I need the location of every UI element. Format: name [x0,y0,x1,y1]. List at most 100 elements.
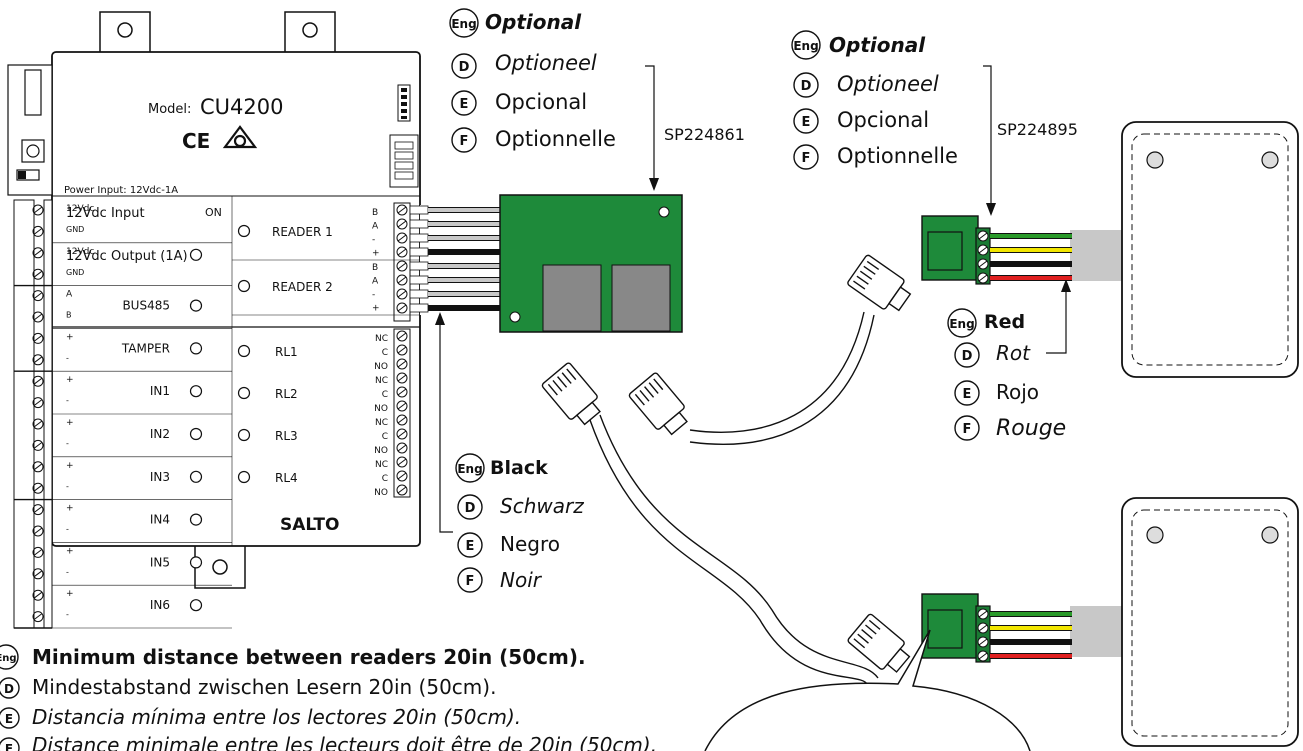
wire-gray [409,205,500,215]
rj45-plug-upper-right [847,254,912,312]
lang-badge-eng: Eng [455,453,485,483]
svg-text:F: F [802,151,811,166]
red-f: Rouge [996,416,1066,441]
speech-bubble [704,629,1031,751]
right-terminal-screw [396,442,408,454]
pin-label: + [66,461,74,471]
adapter-screw [977,650,989,662]
row-label: BUS485 [122,299,170,313]
slide-switch-knob [18,171,26,179]
pin-label: + [372,249,380,259]
pin-label: NO [374,488,388,498]
left-row: +-IN1 [52,375,232,415]
row-label: IN6 [150,598,170,612]
indicator-led [189,427,203,441]
board-hole [509,311,521,323]
left-terminal-screw [32,375,44,387]
on-label: ON [205,206,222,219]
indicator-led [189,342,203,355]
pin-label: B [66,311,72,320]
callout-optional-2: Eng Optional D Optioneel E Opcional F Op… [791,30,1078,216]
left-row: +-TAMPER [52,332,232,372]
wire-black [409,303,500,313]
wire-gray [409,261,500,271]
indicator-led [237,428,251,442]
distance-note: Eng Minimum distance between readers 20i… [0,644,657,751]
indicator-led [237,470,251,484]
svg-text:E: E [460,97,469,112]
optional-e: Opcional [495,90,587,114]
wire-gray [409,219,500,229]
right-terminal-screw [396,302,408,314]
pin-label: NC [375,334,388,344]
right-terminal-screw [396,344,408,356]
rocker-switch-icon [24,69,42,116]
right-terminal-screw [396,484,408,496]
reader-screw [1146,526,1164,544]
pin-label: GND [66,268,84,277]
indicator-led [189,299,203,312]
right-terminal-block [393,328,411,498]
left-terminal-screw [32,397,44,409]
pin-label: - [66,396,69,405]
lang-badge-f: F [457,567,483,593]
left-terminal-screw [32,268,44,280]
adapter-terminal [975,227,991,285]
left-terminal-screw [32,482,44,494]
lang-badge-f: F [451,127,477,153]
pin-label: - [66,353,69,362]
left-terminal-screw [32,546,44,558]
board-hole [658,206,670,218]
pin-label: + [66,332,74,342]
wire-gray [409,289,500,299]
controller-housing [51,51,421,547]
svg-text:E: E [802,115,811,130]
lang-badge-eng: Eng [0,644,19,670]
right-terminal-screw [396,372,408,384]
callout-black: Eng Black D Schwarz E Negro F Noir [435,312,584,593]
indicator-led [189,470,203,483]
rj45-jack-icon [611,264,671,332]
pin-label: B [372,208,378,218]
pin-label: NO [374,446,388,456]
pin-label: + [66,504,74,514]
led-strip-dots [401,88,407,119]
lang-badge-d: D [451,53,477,79]
row-label: IN3 [150,470,170,484]
pin-label: - [372,290,375,300]
reader-inner-outline [1131,133,1289,366]
row-label: IN5 [150,555,170,569]
pin-label: NO [374,362,388,372]
lang-badge-e: E [457,532,483,558]
indicator-led [237,344,251,358]
lang-badge-eng: Eng [791,30,821,60]
svg-text:D: D [465,501,476,516]
row-label: IN4 [150,513,170,527]
left-terminal-screw [32,247,44,259]
mounting-hole [117,22,133,38]
left-terminal-screw [32,290,44,302]
pin-label: C [382,348,388,358]
power-input-label: Power Input: 12Vdc-1A [64,185,178,196]
svg-text:D: D [801,79,812,94]
pin-label: A [372,277,379,287]
leader-line [645,65,655,180]
left-terminal-screw [32,225,44,237]
pin-label: GND [66,225,84,234]
optional-f: Optionnelle [495,127,616,151]
pin-label: C [382,390,388,400]
part-number-sp224895: SP224895 [997,120,1078,139]
wire-black [409,247,500,257]
red-eng: Red [984,311,1025,333]
svg-text:Eng: Eng [457,462,482,476]
adapter-screw [977,258,989,270]
right-terminal-blocks [393,202,411,498]
reader-screw [1261,151,1279,169]
pin-label: B [372,263,378,273]
svg-text:Eng: Eng [949,317,974,331]
rj45-jack-icon [542,264,602,332]
right-terminal-screw [396,330,408,342]
note-e: Distancia mínima entre los lectores 20in… [32,705,521,729]
